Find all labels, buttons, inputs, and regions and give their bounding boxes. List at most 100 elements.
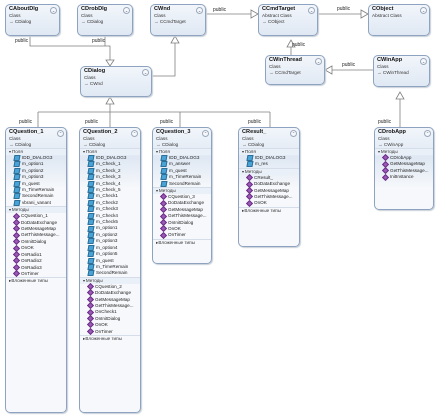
field-item[interactable]: m_TimeRemain — [153, 174, 211, 180]
method-item[interactable]: OnRadio1 — [6, 250, 66, 259]
method-item[interactable]: GetMessageMap — [80, 295, 140, 303]
method-item[interactable]: OnOK — [239, 199, 299, 207]
field-item[interactable]: m_option1 — [80, 225, 140, 231]
field-item[interactable]: IDD_DIALOG3 — [6, 155, 66, 161]
field-item[interactable]: m_TimeRemain — [80, 264, 140, 270]
field-item[interactable]: m_Check_4 — [80, 181, 140, 187]
method-item[interactable]: OnTimer — [6, 270, 66, 278]
methods-section-header[interactable]: ▾Методы — [153, 187, 211, 195]
method-item[interactable]: OnRadio2 — [6, 257, 66, 265]
class-box-cdialog[interactable]: CDialog Class → CWnd ⌄ — [80, 66, 152, 97]
method-item[interactable]: DoDataExchange — [6, 218, 66, 226]
field-item[interactable]: m_quest — [153, 168, 211, 174]
field-item[interactable]: m_option2 — [80, 232, 140, 238]
expand-chevron-icon[interactable]: ⌄ — [420, 7, 427, 14]
method-item[interactable]: GetMessageMap — [153, 206, 211, 214]
class-box-ccmdtarget[interactable]: CCmdTarget Abstract Class → CObject ⌄ — [258, 4, 318, 36]
method-item[interactable]: OnRadio3 — [6, 263, 66, 271]
method-item[interactable]: GetThisMessage... — [375, 167, 433, 175]
fields-section-header[interactable]: ▾Поля — [6, 148, 66, 155]
field-item[interactable]: m_Check2 — [80, 200, 140, 206]
field-item[interactable]: SecondRemain — [6, 193, 66, 199]
class-box-caboutdlg[interactable]: CAboutDlg Class → CDialog ⌄ — [5, 4, 60, 36]
method-item[interactable]: GetThisMessage... — [6, 231, 66, 239]
method-item[interactable]: OnInitDialog — [153, 218, 211, 226]
field-item[interactable]: m_quest — [80, 258, 140, 264]
collapse-chevron-icon[interactable]: ⌃ — [131, 130, 138, 137]
field-item[interactable]: m_quest — [6, 181, 66, 187]
nested-types-section[interactable]: ▸Вложенные типы — [6, 277, 66, 284]
nested-types-section[interactable]: ▸Вложенные типы — [153, 238, 211, 246]
class-box-cwinapp[interactable]: CWinApp Class → CWinThread ⌄ — [373, 55, 430, 87]
expand-chevron-icon[interactable]: ⌄ — [142, 69, 149, 76]
expand-chevron-icon[interactable]: ⌄ — [315, 58, 322, 65]
method-item[interactable]: GetMessageMap — [375, 160, 433, 168]
field-item[interactable]: m_answer — [153, 161, 211, 167]
method-item[interactable]: OnOK — [6, 244, 66, 252]
field-item[interactable]: m_option3 — [80, 238, 140, 244]
expand-chevron-icon[interactable]: ⌄ — [420, 58, 427, 65]
methods-section-header[interactable]: ▾Методы — [6, 206, 66, 214]
method-item[interactable]: OnTimer — [80, 327, 140, 335]
method-item[interactable]: CQuestion_1 — [6, 212, 66, 220]
field-item[interactable]: m_option1 — [6, 161, 66, 167]
expand-chevron-icon[interactable]: ⌄ — [123, 7, 130, 14]
field-item[interactable]: IDD_DIALOG3 — [239, 155, 299, 161]
field-item[interactable]: SecondRemain — [80, 270, 140, 276]
field-item[interactable]: m_option4 — [80, 245, 140, 251]
methods-section-header[interactable]: ▾Методы — [239, 167, 299, 175]
class-box-cwnd[interactable]: CWnd Class → CCmdTarget ⌄ — [150, 4, 206, 36]
class-box-cobject[interactable]: CObject Abstract Class ⌄ — [368, 4, 430, 36]
collapse-chevron-icon[interactable]: ⌃ — [57, 130, 64, 137]
collapse-chevron-icon[interactable]: ⌃ — [424, 130, 431, 137]
collapse-chevron-icon[interactable]: ⌃ — [290, 130, 297, 137]
method-item[interactable]: CResult_ — [239, 174, 299, 182]
field-item[interactable]: vbrani_vanant — [6, 200, 66, 206]
class-box-cquestion1[interactable]: CQuestion_1 Class → CDialog ⌃ ▾Поля IDD_… — [5, 127, 67, 413]
field-item[interactable]: m_Check_1 — [80, 161, 140, 167]
expand-chevron-icon[interactable]: ⌄ — [50, 7, 57, 14]
field-item[interactable]: m_Check_3 — [80, 174, 140, 180]
field-item[interactable]: m_Check3 — [80, 206, 140, 212]
field-item[interactable]: m_option5 — [80, 251, 140, 257]
method-item[interactable]: GetThisMessage... — [80, 302, 140, 310]
method-item[interactable]: InitInstance — [375, 173, 433, 181]
method-item[interactable]: GetThisMessage... — [153, 212, 211, 220]
class-box-cdrobdlg[interactable]: CDrobDlg Class → CDialog ⌄ — [77, 4, 133, 36]
nested-types-section[interactable]: ▸Вложенные типы — [239, 206, 299, 214]
field-item[interactable]: m_TimeRemain — [6, 187, 66, 193]
fields-section-header[interactable]: ▾Поля — [239, 148, 299, 155]
methods-section-header[interactable]: ▾Методы — [375, 148, 433, 155]
field-item[interactable]: m_Check_5 — [80, 187, 140, 193]
expand-chevron-icon[interactable]: ⌄ — [308, 7, 315, 14]
method-item[interactable]: OnInitDialog — [80, 314, 140, 323]
method-item[interactable]: DoDataExchange — [80, 289, 140, 297]
methods-section-header[interactable]: ▾Методы — [80, 276, 140, 284]
method-item[interactable]: GetThisMessage... — [239, 193, 299, 201]
field-item[interactable]: m_option2 — [6, 168, 66, 174]
method-item[interactable]: GetMessageMap — [6, 225, 66, 233]
class-box-cwinthread[interactable]: CWinThread Class → CCmdTarget ⌄ — [265, 55, 325, 85]
method-item[interactable]: CDrobApp — [375, 154, 433, 162]
method-item[interactable]: OnOK — [80, 321, 140, 329]
field-item[interactable]: SecondRemain — [153, 181, 211, 187]
method-item[interactable]: OnOK — [153, 225, 211, 233]
nested-types-section[interactable]: ▸Вложенные типы — [80, 334, 140, 342]
class-box-cresult[interactable]: CResult_ Class → CDialog ⌃ ▾Поля IDD_DIA… — [238, 127, 300, 247]
expand-chevron-icon[interactable]: ⌄ — [196, 7, 203, 14]
method-item[interactable]: CQuestion_2 — [80, 282, 140, 291]
class-box-cquestion2[interactable]: CQuestion_2 Class → CDialog ⌃ ▾Поля IDD_… — [79, 127, 141, 413]
field-item[interactable]: m_option3 — [6, 174, 66, 180]
fields-section-header[interactable]: ▾Поля — [153, 148, 211, 155]
field-item[interactable]: m_Check4 — [80, 213, 140, 219]
class-box-cdrobapp[interactable]: CDrobApp Class → CWinApp ⌃ ▾Методы CDrob… — [374, 127, 434, 210]
method-item[interactable]: CQuestion_3 — [153, 193, 211, 201]
field-item[interactable]: m_res — [239, 161, 299, 167]
method-item[interactable]: OnTimer — [153, 231, 211, 239]
field-item[interactable]: m_Check1 — [80, 193, 140, 199]
method-item[interactable]: DoDataExchange — [153, 199, 211, 207]
class-box-cquestion3[interactable]: CQuestion_3 Class → CDialog ⌃ ▾Поля IDD_… — [152, 127, 212, 264]
method-item[interactable]: GetMessageMap — [239, 186, 299, 194]
field-item[interactable]: m_Check_2 — [80, 168, 140, 174]
method-item[interactable]: OnInitDialog — [6, 238, 66, 246]
